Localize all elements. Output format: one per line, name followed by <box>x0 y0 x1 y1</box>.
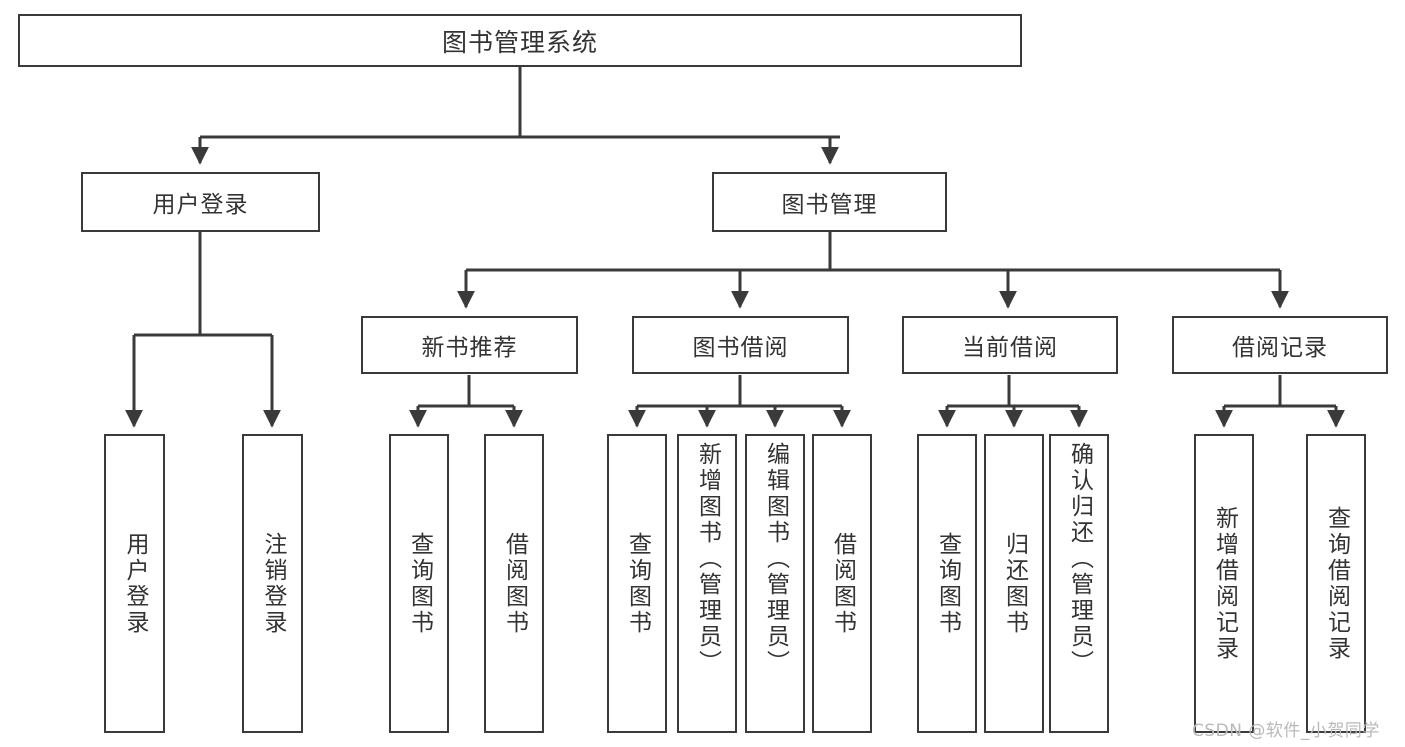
node-label: 当前借阅 <box>962 335 1058 361</box>
node-user-login[interactable]: 用户登录 <box>81 172 320 232</box>
node-leaf-query-record[interactable]: 查询借阅记录 <box>1306 434 1366 733</box>
node-label: 查询图书 <box>624 531 651 636</box>
node-label: 借阅图书 <box>501 531 528 636</box>
node-label: 图书管理系统 <box>441 27 598 57</box>
node-leaf-add-book[interactable]: 新增图书（管理员） <box>677 434 737 733</box>
node-label: 借阅图书 <box>829 531 856 636</box>
node-label: 查询图书 <box>934 531 961 636</box>
node-label: 图书管理 <box>781 192 878 218</box>
node-leaf-query-book-3[interactable]: 查询图书 <box>917 434 977 733</box>
node-label: 图书借阅 <box>692 335 789 361</box>
node-leaf-add-record[interactable]: 新增借阅记录 <box>1194 434 1254 733</box>
node-new-book-recommend[interactable]: 新书推荐 <box>361 316 578 374</box>
node-leaf-confirm-return[interactable]: 确认归还（管理员） <box>1049 434 1109 733</box>
node-label: 用户登录 <box>152 192 249 218</box>
node-label: 借阅记录 <box>1232 335 1328 361</box>
node-label: 用户登录 <box>122 531 148 636</box>
node-label: 编辑图书（管理员） <box>762 442 789 676</box>
node-book-borrow[interactable]: 图书借阅 <box>632 316 849 374</box>
node-label: 查询图书 <box>406 531 433 636</box>
node-label: 归还图书 <box>1001 531 1028 636</box>
node-leaf-query-book-2[interactable]: 查询图书 <box>607 434 667 733</box>
node-current-borrow[interactable]: 当前借阅 <box>902 316 1118 374</box>
csdn-watermark: CSDN @软件_小贺同学 <box>1192 721 1380 741</box>
node-root-book-management-system[interactable]: 图书管理系统 <box>18 14 1022 67</box>
node-label: 确认归还（管理员） <box>1066 442 1093 676</box>
node-label: 查询借阅记录 <box>1323 505 1350 662</box>
node-label: 新书推荐 <box>421 335 518 361</box>
node-borrow-record[interactable]: 借阅记录 <box>1172 316 1388 374</box>
node-leaf-user-login[interactable]: 用户登录 <box>104 434 165 733</box>
node-label: 新增借阅记录 <box>1211 505 1238 662</box>
node-book-manage[interactable]: 图书管理 <box>712 172 947 232</box>
node-label: 注销登录 <box>260 531 286 636</box>
node-leaf-return-book[interactable]: 归还图书 <box>984 434 1044 733</box>
node-leaf-borrow-book-2[interactable]: 借阅图书 <box>812 434 872 733</box>
node-label: 新增图书（管理员） <box>694 442 721 676</box>
node-leaf-borrow-book-1[interactable]: 借阅图书 <box>484 434 544 733</box>
node-leaf-logout-login[interactable]: 注销登录 <box>242 434 303 733</box>
node-leaf-query-book-1[interactable]: 查询图书 <box>389 434 449 733</box>
node-leaf-edit-book[interactable]: 编辑图书（管理员） <box>745 434 805 733</box>
